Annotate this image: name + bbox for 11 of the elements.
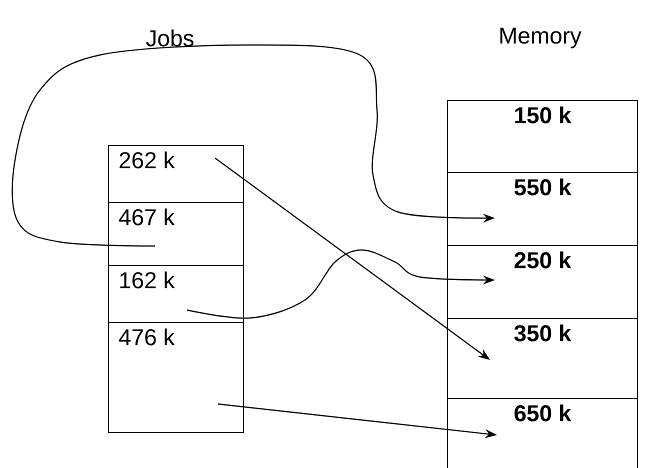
job-cell: 476 k xyxy=(108,322,244,433)
memory-cell: 150 k xyxy=(447,100,638,173)
memory-cell: 550 k xyxy=(447,172,638,246)
memory-cell: 350 k xyxy=(447,318,638,399)
column-heading: Memory xyxy=(500,28,582,48)
job-cell: 262 k xyxy=(108,145,244,203)
job-cell: 162 k xyxy=(108,265,244,323)
memory-cell: 650 k xyxy=(447,398,638,468)
memory-cell: 250 k xyxy=(447,245,638,319)
job-cell: 467 k xyxy=(108,202,244,266)
column-heading: Jobs xyxy=(146,30,194,46)
